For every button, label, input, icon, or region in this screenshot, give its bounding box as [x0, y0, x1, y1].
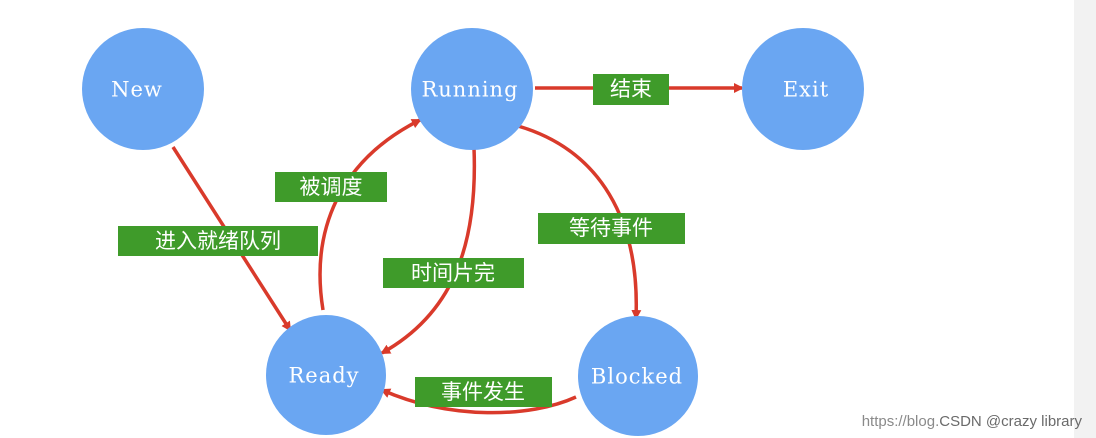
edge-label-ready-to-running: 被调度 [275, 172, 387, 202]
watermark-text: CSDN @crazy library [939, 413, 1082, 430]
edge-label-blocked-to-ready: 事件发生 [415, 377, 552, 407]
scroll-strip [1074, 0, 1096, 438]
node-new-label: New [111, 78, 163, 102]
watermark-prefix: https://blog. [861, 413, 940, 430]
edge-label-ready-to-running-text: 被调度 [300, 175, 363, 199]
node-blocked: Blocked [578, 316, 698, 436]
node-ready: Ready [266, 315, 386, 435]
edge-label-running-to-ready-text: 时间片完 [411, 261, 495, 285]
edge-label-running-to-blocked: 等待事件 [538, 213, 685, 244]
node-exit: Exit [742, 28, 864, 150]
node-blocked-label: Blocked [591, 365, 683, 389]
edge-running-to-blocked [517, 124, 642, 320]
edge-running-to-ready [380, 147, 477, 355]
edge-label-new-to-ready: 进入就绪队列 [118, 226, 318, 256]
edge-label-running-to-ready: 时间片完 [383, 258, 524, 288]
node-ready-label: Ready [288, 364, 359, 388]
node-running: Running [411, 28, 533, 150]
node-new: New [82, 28, 204, 150]
csdn-watermark: https://blog.CSDN @crazy library [862, 413, 1082, 430]
node-exit-label: Exit [783, 78, 829, 102]
edge-label-new-to-ready-text: 进入就绪队列 [155, 229, 281, 253]
edge-blocked-to-ready [380, 388, 577, 415]
node-running-label: Running [421, 78, 518, 102]
edge-label-running-to-blocked-text: 等待事件 [569, 216, 653, 240]
edge-label-running-to-exit-text: 结束 [610, 77, 652, 101]
edge-label-running-to-exit: 结束 [593, 74, 669, 105]
edge-label-blocked-to-ready-text: 事件发生 [441, 380, 525, 404]
